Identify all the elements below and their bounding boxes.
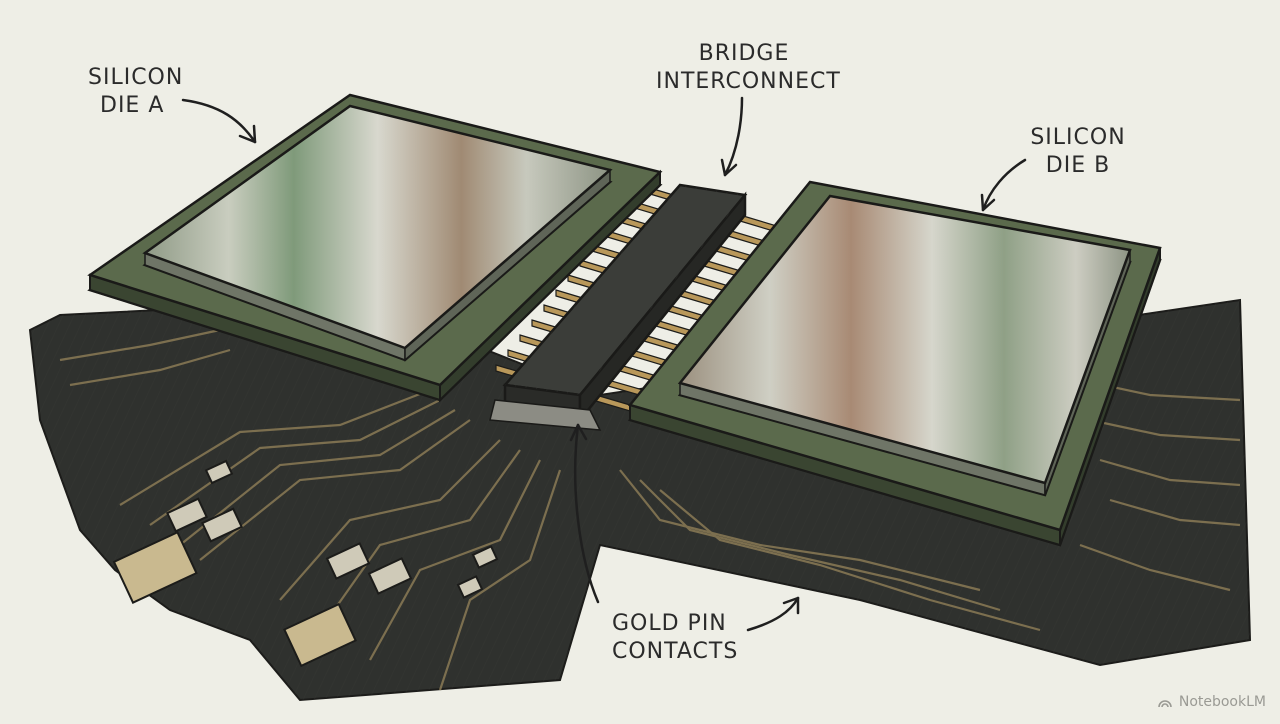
label-bridge-interconnect-line2: INTERCONNECT [656, 69, 841, 94]
arrow-die-b [981, 158, 1027, 212]
arrow-die-a [181, 98, 257, 144]
label-silicon-die-a-line1: SILICON [88, 65, 184, 90]
label-silicon-die-b-line1: SILICON [1030, 125, 1126, 150]
arrow-bridge [723, 96, 744, 177]
label-gold-pin-contacts-line1: GOLD PIN [612, 611, 727, 636]
annotation-arrows [181, 96, 1027, 632]
arrow-pins [573, 423, 600, 604]
silicon-die-a [87, 93, 663, 403]
notebooklm-watermark: NotebookLM [1157, 694, 1266, 710]
watermark-text: NotebookLM [1178, 694, 1266, 710]
arrow-pins-right [746, 596, 800, 632]
board-traces [59, 328, 1241, 691]
bridge-interconnect [489, 183, 748, 431]
label-silicon-die-b-line2: DIE B [1045, 153, 1111, 178]
label-gold-pin-contacts: GOLD PIN CONTACTS [612, 610, 738, 666]
label-silicon-die-b: SILICON DIE B [1030, 124, 1126, 180]
label-bridge-interconnect: BRIDGE INTERCONNECT [656, 40, 841, 96]
smd-components [112, 459, 499, 668]
label-silicon-die-a-line2: DIE A [100, 93, 165, 118]
label-bridge-interconnect-line1: BRIDGE [698, 41, 790, 66]
silicon-die-b [627, 180, 1162, 547]
notebooklm-logo-icon [1158, 700, 1172, 708]
label-gold-pin-contacts-line2: CONTACTS [612, 639, 739, 664]
label-silicon-die-a: SILICON DIE A [88, 64, 183, 120]
